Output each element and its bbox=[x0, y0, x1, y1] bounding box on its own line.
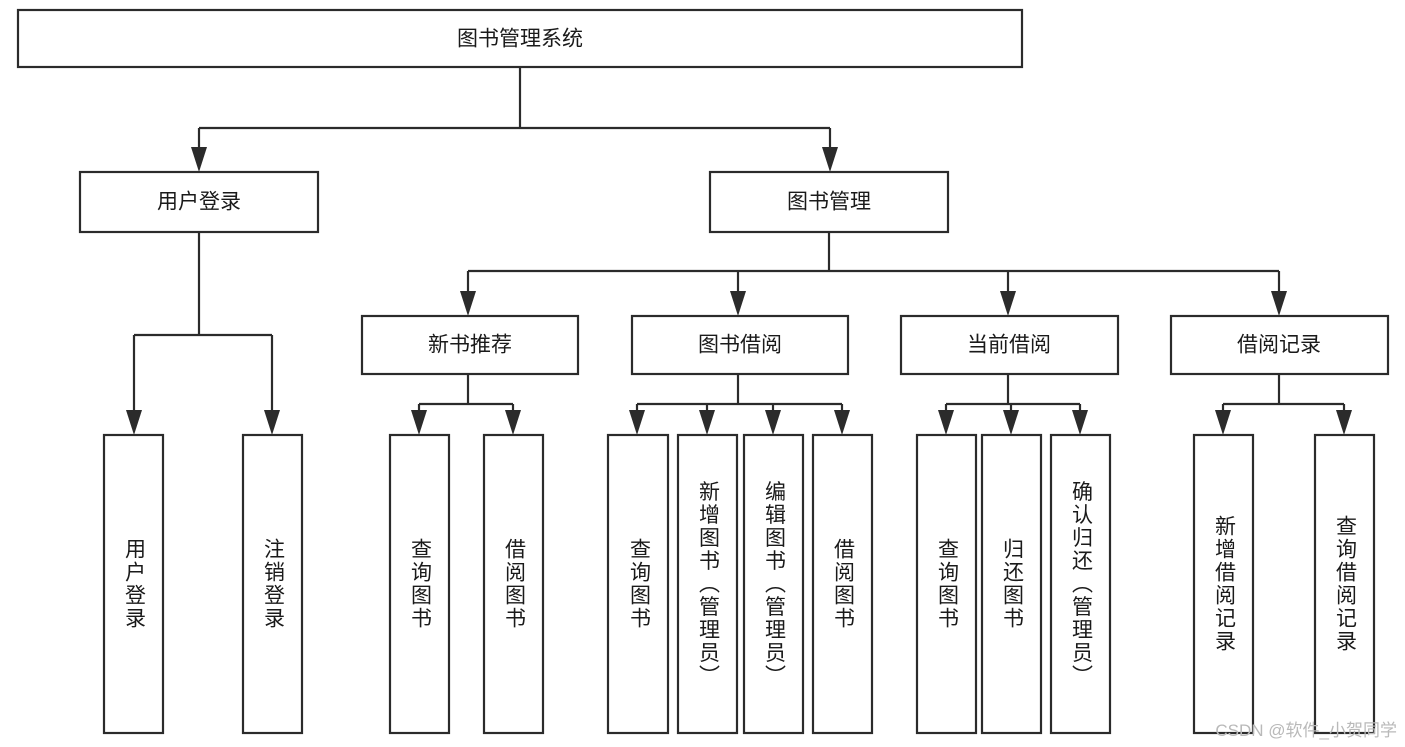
node-root[interactable]: 图书管理系统 bbox=[16, 8, 1024, 69]
node-leaf-confirm-return-admin-label: 确认归还（管理员） bbox=[1069, 481, 1093, 688]
node-leaf-user-login-label: 用户登录 bbox=[122, 538, 146, 630]
node-leaf-logout-box[interactable] bbox=[241, 433, 304, 735]
arrow-head-icon bbox=[126, 410, 142, 435]
node-current-borrow-box[interactable] bbox=[899, 314, 1120, 376]
node-leaf-confirm-return-admin-box[interactable] bbox=[1049, 433, 1112, 735]
node-leaf-query-borrow-record[interactable]: 查询借阅记录 bbox=[1313, 433, 1376, 735]
node-new-book-recommend[interactable]: 新书推荐 bbox=[360, 314, 580, 376]
node-leaf-add-borrow-record[interactable]: 新增借阅记录 bbox=[1192, 433, 1255, 735]
edge-group-current-borrow bbox=[938, 374, 1088, 435]
node-root-label: 图书管理系统 bbox=[457, 28, 583, 51]
arrow-head-icon bbox=[629, 410, 645, 435]
node-new-book-recommend-box[interactable] bbox=[360, 314, 580, 376]
node-leaf-query-book-borrow-label: 查询图书 bbox=[627, 538, 651, 630]
node-leaf-logout-label: 注销登录 bbox=[261, 538, 285, 630]
node-leaf-logout[interactable]: 注销登录 bbox=[241, 433, 304, 735]
node-leaf-borrow-book-rec-box[interactable] bbox=[482, 433, 545, 735]
node-leaf-query-book-borrow-box[interactable] bbox=[606, 433, 670, 735]
node-leaf-add-borrow-record-label: 新增借阅记录 bbox=[1212, 515, 1236, 653]
node-leaf-query-book-current-box[interactable] bbox=[915, 433, 978, 735]
node-leaf-query-book-rec[interactable]: 查询图书 bbox=[388, 433, 451, 735]
node-borrow-record[interactable]: 借阅记录 bbox=[1169, 314, 1390, 376]
node-leaf-user-login-box[interactable] bbox=[102, 433, 165, 735]
arrow-head-icon bbox=[834, 410, 850, 435]
node-book-management[interactable]: 图书管理 bbox=[708, 170, 950, 234]
node-leaf-user-login[interactable]: 用户登录 bbox=[102, 433, 165, 735]
edge-group-book-management bbox=[460, 232, 1287, 316]
node-leaf-return-book-box[interactable] bbox=[980, 433, 1043, 735]
arrow-head-icon bbox=[411, 410, 427, 435]
arrow-head-icon bbox=[264, 410, 280, 435]
node-leaf-add-book-admin-label: 新增图书（管理员） bbox=[696, 481, 720, 688]
edge-group-book-borrow bbox=[629, 374, 850, 435]
arrow-head-icon bbox=[460, 291, 476, 316]
node-leaf-add-borrow-record-box[interactable] bbox=[1192, 433, 1255, 735]
node-new-book-recommend-label: 新书推荐 bbox=[428, 334, 512, 357]
node-leaf-return-book[interactable]: 归还图书 bbox=[980, 433, 1043, 735]
arrow-head-icon bbox=[1215, 410, 1231, 435]
edge-group-new-book-recommend bbox=[411, 374, 521, 435]
node-leaf-edit-book-admin-label: 编辑图书（管理员） bbox=[762, 481, 786, 688]
csdn-watermark: CSDN @软件_小贺同学 bbox=[1215, 721, 1397, 740]
node-leaf-edit-book-admin-box[interactable] bbox=[742, 433, 805, 735]
node-borrow-record-label: 借阅记录 bbox=[1237, 334, 1321, 357]
node-leaf-query-book-current-label: 查询图书 bbox=[935, 538, 959, 630]
arrow-head-icon bbox=[1072, 410, 1088, 435]
node-root-box[interactable] bbox=[16, 8, 1024, 69]
node-leaf-borrow-book-box[interactable] bbox=[811, 433, 874, 735]
node-book-borrow-box[interactable] bbox=[630, 314, 850, 376]
node-leaf-add-book-admin[interactable]: 新增图书（管理员） bbox=[676, 433, 739, 735]
node-book-management-box[interactable] bbox=[708, 170, 950, 234]
node-leaf-query-book-borrow[interactable]: 查询图书 bbox=[606, 433, 670, 735]
arrow-head-icon bbox=[191, 147, 207, 172]
node-leaf-query-borrow-record-label: 查询借阅记录 bbox=[1333, 515, 1357, 653]
node-leaf-query-book-current[interactable]: 查询图书 bbox=[915, 433, 978, 735]
arrow-head-icon bbox=[1271, 291, 1287, 316]
node-leaf-borrow-book-rec-label: 借阅图书 bbox=[502, 538, 526, 630]
node-current-borrow[interactable]: 当前借阅 bbox=[899, 314, 1120, 376]
arrow-head-icon bbox=[1003, 410, 1019, 435]
arrow-head-icon bbox=[730, 291, 746, 316]
node-user-login-box[interactable] bbox=[78, 170, 320, 234]
node-leaf-query-book-rec-label: 查询图书 bbox=[408, 538, 432, 630]
node-book-borrow-label: 图书借阅 bbox=[698, 334, 782, 357]
arrow-head-icon bbox=[938, 410, 954, 435]
edge-group-user-login bbox=[126, 232, 280, 435]
node-user-login-label: 用户登录 bbox=[157, 191, 241, 214]
arrow-head-icon bbox=[765, 410, 781, 435]
edge-group-root bbox=[191, 67, 838, 172]
node-leaf-add-book-admin-box[interactable] bbox=[676, 433, 739, 735]
edge-group-borrow-record bbox=[1215, 374, 1352, 435]
arrow-head-icon bbox=[1336, 410, 1352, 435]
arrow-head-icon bbox=[699, 410, 715, 435]
node-leaf-borrow-book-label: 借阅图书 bbox=[831, 538, 855, 630]
node-current-borrow-label: 当前借阅 bbox=[967, 334, 1051, 357]
node-user-login[interactable]: 用户登录 bbox=[78, 170, 320, 234]
node-leaf-confirm-return-admin[interactable]: 确认归还（管理员） bbox=[1049, 433, 1112, 735]
arrow-head-icon bbox=[1000, 291, 1016, 316]
node-borrow-record-box[interactable] bbox=[1169, 314, 1390, 376]
node-leaf-return-book-label: 归还图书 bbox=[1000, 538, 1024, 630]
node-book-borrow[interactable]: 图书借阅 bbox=[630, 314, 850, 376]
node-book-management-label: 图书管理 bbox=[787, 191, 871, 214]
node-leaf-borrow-book-rec[interactable]: 借阅图书 bbox=[482, 433, 545, 735]
node-leaf-edit-book-admin[interactable]: 编辑图书（管理员） bbox=[742, 433, 805, 735]
node-leaf-borrow-book[interactable]: 借阅图书 bbox=[811, 433, 874, 735]
node-leaf-query-borrow-record-box[interactable] bbox=[1313, 433, 1376, 735]
node-leaf-query-book-rec-box[interactable] bbox=[388, 433, 451, 735]
arrow-head-icon bbox=[505, 410, 521, 435]
arrow-head-icon bbox=[822, 147, 838, 172]
